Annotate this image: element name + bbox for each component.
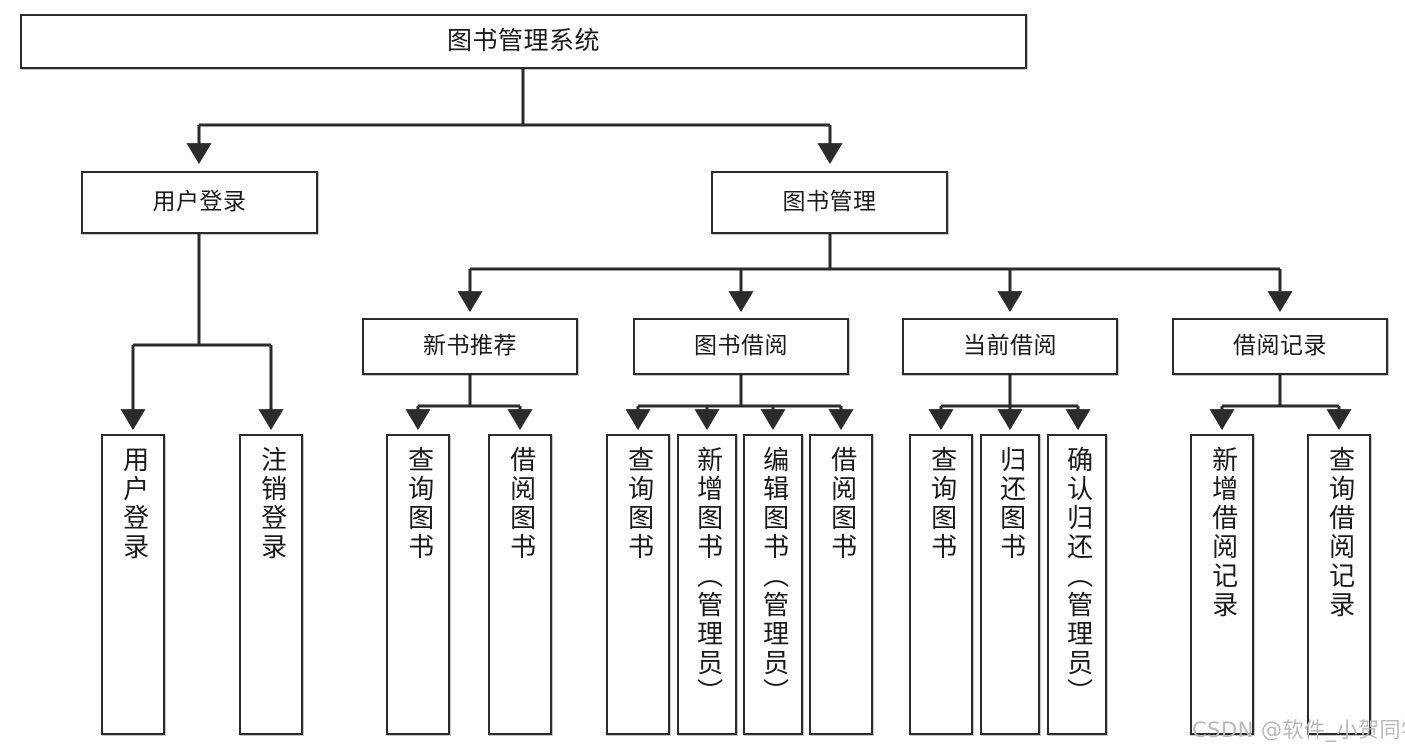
node-label: 借阅图书 — [505, 446, 536, 562]
leaf-logout[interactable]: 注销登录 — [239, 434, 303, 735]
node-book-borrow[interactable]: 图书借阅 — [633, 318, 849, 375]
node-label: 借阅图书 — [826, 446, 857, 562]
node-label: 确认归还（管理员） — [1062, 446, 1093, 707]
node-book-management[interactable]: 图书管理 — [711, 171, 948, 234]
leaf-borrow-book-recommend[interactable]: 借阅图书 — [488, 434, 552, 735]
watermark-csdn: CSDN @软件_小贺同学 — [1192, 718, 1405, 742]
node-current-borrow[interactable]: 当前借阅 — [902, 318, 1118, 375]
node-new-book-recommend[interactable]: 新书推荐 — [362, 318, 578, 375]
node-label: 新增借阅记录 — [1207, 446, 1238, 620]
node-label: 用户登录 — [118, 446, 149, 562]
node-label: 借阅记录 — [1233, 333, 1327, 360]
node-user-login[interactable]: 用户登录 — [81, 171, 318, 234]
node-label: 图书管理系统 — [446, 26, 600, 56]
leaf-edit-book-admin[interactable]: 编辑图书（管理员） — [743, 434, 803, 735]
node-label: 查询图书 — [623, 446, 654, 562]
node-label: 查询借阅记录 — [1324, 446, 1355, 620]
leaf-add-book-admin[interactable]: 新增图书（管理员） — [677, 434, 737, 735]
node-label: 图书借阅 — [694, 333, 788, 360]
leaf-query-book-borrow[interactable]: 查询图书 — [606, 434, 670, 735]
leaf-user-login[interactable]: 用户登录 — [101, 434, 165, 735]
leaf-borrow-book[interactable]: 借阅图书 — [809, 434, 873, 735]
node-label: 当前借阅 — [963, 333, 1057, 360]
leaf-return-book[interactable]: 归还图书 — [980, 434, 1040, 735]
node-label: 用户登录 — [152, 189, 247, 216]
edges-bookborrow-to-leaves — [625, 375, 854, 431]
leaf-confirm-return-admin[interactable]: 确认归还（管理员） — [1047, 434, 1107, 735]
leaf-query-borrow-record[interactable]: 查询借阅记录 — [1307, 434, 1371, 735]
node-label: 归还图书 — [995, 446, 1026, 562]
node-borrow-record[interactable]: 借阅记录 — [1172, 318, 1388, 375]
leaf-add-borrow-record[interactable]: 新增借阅记录 — [1190, 434, 1254, 735]
edges-borrowrecord-to-leaves — [1209, 375, 1352, 431]
edges-newbook-to-leaves — [405, 375, 533, 431]
node-label: 注销登录 — [256, 446, 287, 562]
edges-root-to-level1 — [186, 69, 843, 165]
edges-userlogin-to-leaves — [120, 234, 284, 431]
edges-currentborrow-to-leaves — [928, 375, 1091, 431]
node-label: 新增图书（管理员） — [692, 446, 723, 707]
node-root-book-management-system[interactable]: 图书管理系统 — [20, 14, 1027, 69]
leaf-query-book-recommend[interactable]: 查询图书 — [386, 434, 450, 735]
node-label: 查询图书 — [926, 446, 957, 562]
node-label: 查询图书 — [403, 446, 434, 562]
leaf-query-book-current[interactable]: 查询图书 — [909, 434, 973, 735]
node-label: 编辑图书（管理员） — [758, 446, 789, 707]
node-label: 新书推荐 — [423, 333, 517, 360]
edges-level1-booklmgmt-to-level2 — [457, 234, 1293, 313]
node-label: 图书管理 — [782, 189, 877, 216]
